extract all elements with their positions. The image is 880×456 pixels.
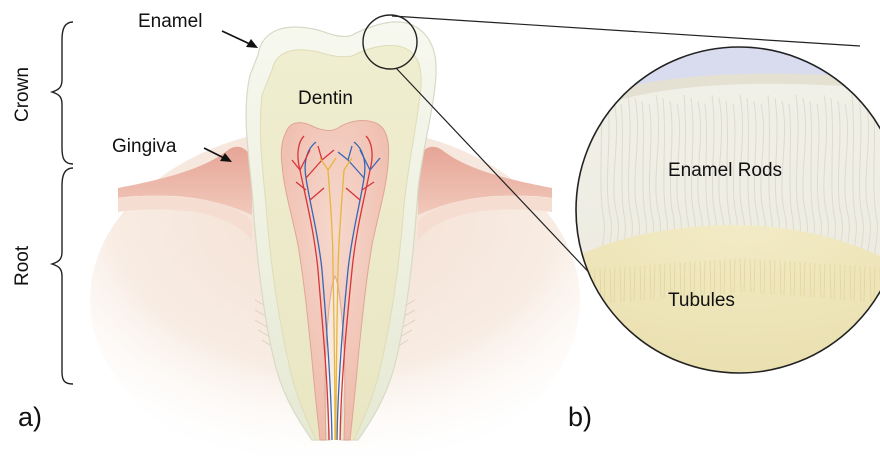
tubules-label: Tubules: [668, 290, 735, 311]
root-label: Root: [12, 245, 33, 286]
root-brace: [52, 168, 73, 384]
enamel-rods-label: Enamel Rods: [668, 160, 782, 181]
crown-label: Crown: [12, 67, 33, 122]
gingiva-label: Gingiva: [112, 136, 177, 157]
enamel-label: Enamel: [138, 11, 202, 32]
magnified-enamel: [570, 40, 880, 400]
panel-b-label: b): [568, 402, 592, 432]
crown-brace: [52, 22, 73, 164]
enamel-arrow: [222, 31, 258, 48]
panel-a-label: a): [18, 402, 42, 432]
dentin-label: Dentin: [298, 88, 353, 109]
